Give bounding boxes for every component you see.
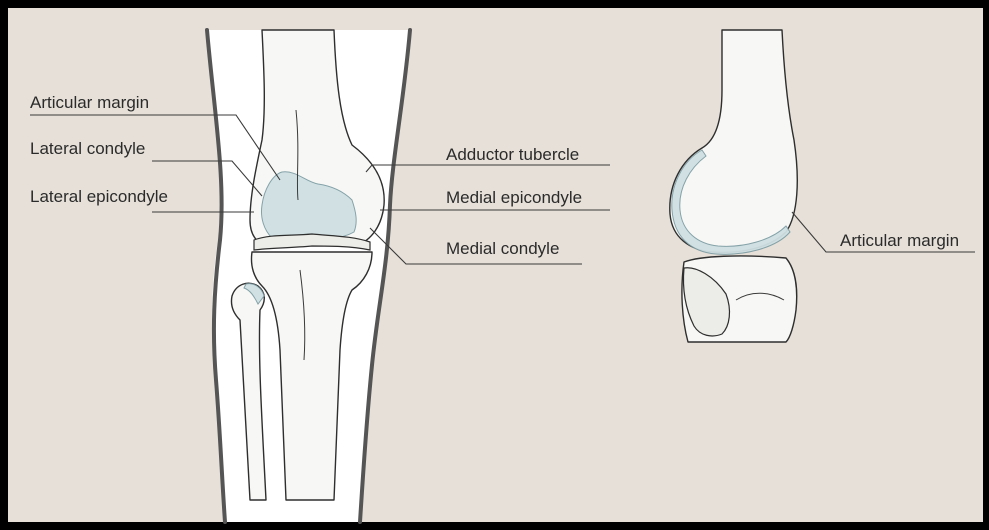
label-articular-margin-left: Articular margin [30, 93, 149, 112]
label-medial-condyle: Medial condyle [446, 239, 559, 258]
label-medial-epicondyle: Medial epicondyle [446, 188, 582, 207]
label-lateral-epicondyle: Lateral epicondyle [30, 187, 168, 206]
label-articular-margin-right: Articular margin [840, 231, 959, 250]
diagram-background [8, 8, 983, 522]
label-adductor-tubercle: Adductor tubercle [446, 145, 579, 164]
label-lateral-condyle: Lateral condyle [30, 139, 145, 158]
